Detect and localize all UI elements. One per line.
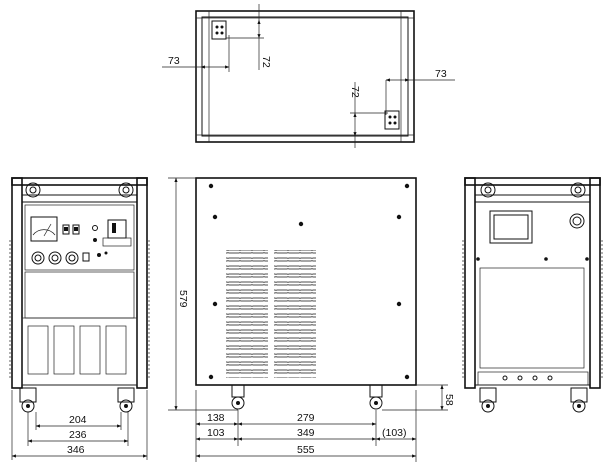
rear-terminal-strip [477,371,589,386]
dim-right-depth-label: 72 [349,86,361,98]
caster-right [117,387,135,403]
dim-103-label: 103 [207,427,225,439]
top-view: 73 72 72 73 [162,4,455,148]
rear-cover-plate [489,210,533,244]
top-view-outline [195,10,415,143]
rear-right-rail [589,177,601,389]
mounting-bracket-top-left [211,20,227,40]
rear-caster-left [479,387,497,403]
lifting-eye-left [25,182,41,198]
caster-left [19,387,37,403]
top-view-inner-frame [201,16,409,137]
switch-1 [62,224,70,235]
rear-caster-right [570,387,588,403]
front-left-rail [11,177,23,389]
dim-346-label: 346 [67,444,85,456]
front-right-rail [136,177,148,389]
side-louver-right [274,250,316,378]
dim-left-depth-label: 72 [260,56,272,68]
dim-height-label: 579 [177,290,189,308]
front-view: 204 236 346 [9,177,150,460]
indicator-lamp [92,225,98,231]
rear-lifting-eye-right [570,182,586,198]
dim-left-offset-label: 73 [168,55,180,67]
front-blank-plate [24,271,135,319]
rear-left-rail [464,177,476,389]
rear-cable-gland [569,213,585,229]
dim-138-label: 138 [207,412,225,424]
front-vent-grill [27,325,127,375]
dim-236-label: 236 [69,429,87,441]
side-caster-right [369,384,383,398]
knob-2 [48,251,62,265]
rear-lifting-eye-left [480,182,496,198]
lifting-eye-right [118,182,134,198]
dim-58-label: 58 [443,394,455,406]
rear-view [462,177,603,413]
dim-right-offset-label: 73 [435,68,447,80]
side-caster-left [231,384,245,398]
meter-gauge [30,216,58,242]
dim-103-ref-label: (103) [382,427,407,439]
dim-204-label: 204 [69,414,87,426]
knob-3 [65,251,79,265]
rear-vent-grill [479,267,585,369]
knob-1 [31,251,45,265]
dim-349-label: 349 [297,427,315,439]
mounting-bracket-bottom-right [384,110,400,130]
side-view: 579 58 138 279 103 349 (103) 555 [168,177,455,462]
dim-279-label: 279 [297,412,315,424]
dim-555-label: 555 [297,444,315,456]
breaker-switch [107,219,127,239]
switch-2 [72,224,80,235]
side-louver-left [226,250,268,378]
